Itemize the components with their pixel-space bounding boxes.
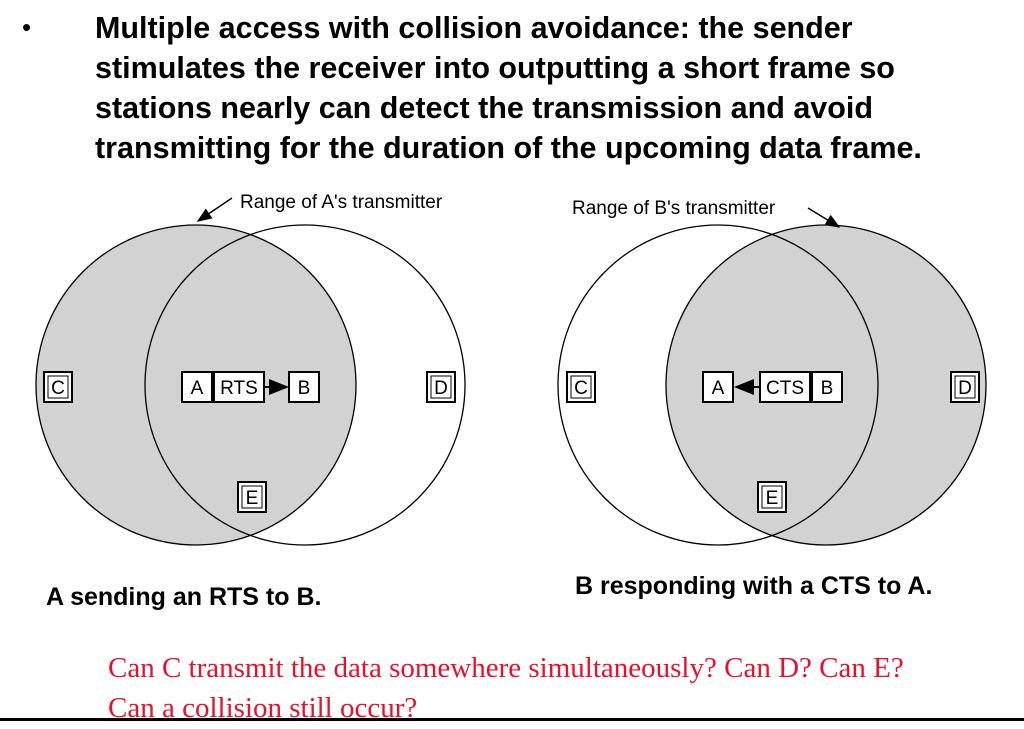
node-d-label: D — [958, 378, 972, 399]
slide-heading: Multiple access with collision avoidance… — [95, 8, 1015, 168]
range-circle-a — [557, 224, 879, 546]
heading-line: transmitting for the duration of the upc… — [95, 131, 922, 165]
heading-line: stimulates the receiver into outputting … — [95, 51, 895, 85]
node-e: E — [757, 481, 787, 513]
node-e: E — [237, 481, 267, 513]
node-a: A — [181, 371, 213, 403]
node-b-label: B — [821, 378, 834, 399]
rts-label: RTS — [220, 378, 258, 399]
heading-line: Multiple access with collision avoidance… — [95, 11, 853, 45]
left-caption: A sending an RTS to B. — [46, 583, 322, 611]
node-d: D — [426, 371, 456, 403]
node-c-label: C — [51, 378, 65, 399]
node-c: C — [43, 371, 73, 403]
bullet: • — [22, 12, 32, 42]
node-a-label: A — [191, 378, 204, 399]
range-circle-b — [144, 224, 466, 546]
question-line-1: Can C transmit the data somewhere simult… — [108, 652, 904, 684]
node-b: B — [288, 371, 320, 403]
question-text: Can C transmit the data somewhere simult… — [108, 648, 904, 728]
node-d-label: D — [434, 378, 448, 399]
cts-frame: CTS — [759, 371, 811, 403]
cts-label: CTS — [766, 378, 804, 399]
node-e-label: E — [246, 488, 259, 509]
right-diagram: Range of B's transmitter C A CTS B D E — [557, 198, 987, 546]
question-line-2: Can a collision still occur? — [108, 692, 418, 724]
node-e-label: E — [766, 488, 779, 509]
node-a: A — [702, 371, 734, 403]
left-diagram: Range of A's transmitter C A RTS B D E — [35, 192, 466, 546]
node-d: D — [950, 371, 980, 403]
heading-line: stations nearly can detect the transmiss… — [95, 91, 873, 125]
node-b: B — [811, 371, 843, 403]
node-c-label: C — [574, 378, 588, 399]
node-b-label: B — [298, 378, 311, 399]
range-pointer-arrow — [196, 197, 233, 222]
range-label-b: Range of B's transmitter — [572, 198, 776, 219]
right-caption: B responding with a CTS to A. — [575, 572, 933, 600]
range-pointer-arrow — [807, 207, 841, 228]
range-label-a: Range of A's transmitter — [240, 192, 443, 213]
rts-frame: RTS — [213, 371, 265, 403]
bottom-divider — [0, 718, 1024, 721]
node-a-label: A — [712, 378, 725, 399]
node-c: C — [566, 371, 596, 403]
